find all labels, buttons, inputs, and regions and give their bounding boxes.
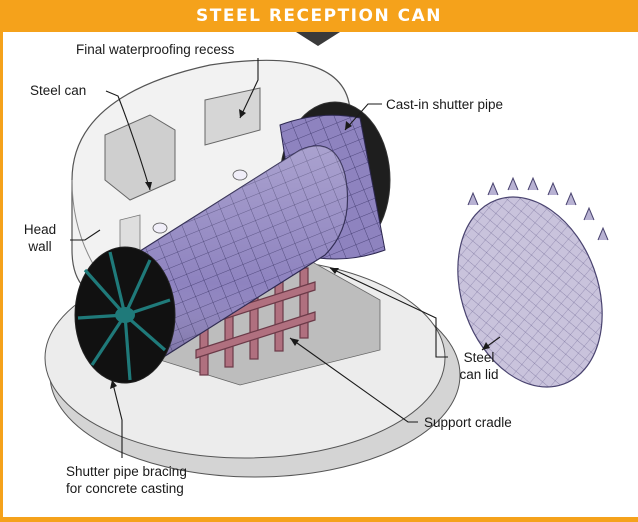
label-final-waterproofing-recess: Final waterproofing recess (76, 42, 235, 57)
leader-support-cradle (289, 337, 418, 423)
label-steel-can: Steel can (30, 83, 87, 98)
leader-steel-can (105, 90, 151, 191)
label-cast-in-shutter-pipe: Cast-in shutter pipe (386, 97, 504, 112)
leader-arrowheads (110, 109, 490, 389)
leader-lines (70, 58, 501, 458)
label-support-cradle: Support cradle (424, 415, 512, 430)
label-steel-can-lid: Steel can lid (444, 349, 514, 383)
left-accent-rule (0, 32, 3, 522)
leader-head-wall (70, 229, 101, 241)
leader-cast-in-shutter-pipe (344, 103, 382, 131)
leader-final-waterproofing-recess (239, 58, 259, 119)
label-head-wall-line2: wall (28, 239, 52, 254)
leader-shutter-pipe-bracing (111, 379, 123, 458)
steel-can-lid (457, 176, 609, 388)
shutter-pipe-bracing (74, 246, 176, 384)
label-head-wall-line1: Head (23, 222, 57, 237)
title-bar (0, 0, 638, 32)
label-shutter-pipe-bracing: Shutter pipe bracing for concrete castin… (66, 463, 187, 497)
title-notch (296, 32, 340, 46)
label-shutter-pipe-bracing-line1: Shutter pipe bracing (66, 464, 187, 479)
label-steel-can-lid-line2: can lid (459, 367, 499, 382)
label-steel-can-lid-line1: Steel (463, 350, 495, 365)
bottom-accent-rule (0, 517, 638, 522)
label-shutter-pipe-bracing-line2: for concrete casting (66, 481, 184, 496)
diagram-title: STEEL RECEPTION CAN (196, 6, 442, 26)
label-head-wall: Head wall (18, 221, 62, 255)
leader-steel-can-lid (329, 267, 448, 358)
